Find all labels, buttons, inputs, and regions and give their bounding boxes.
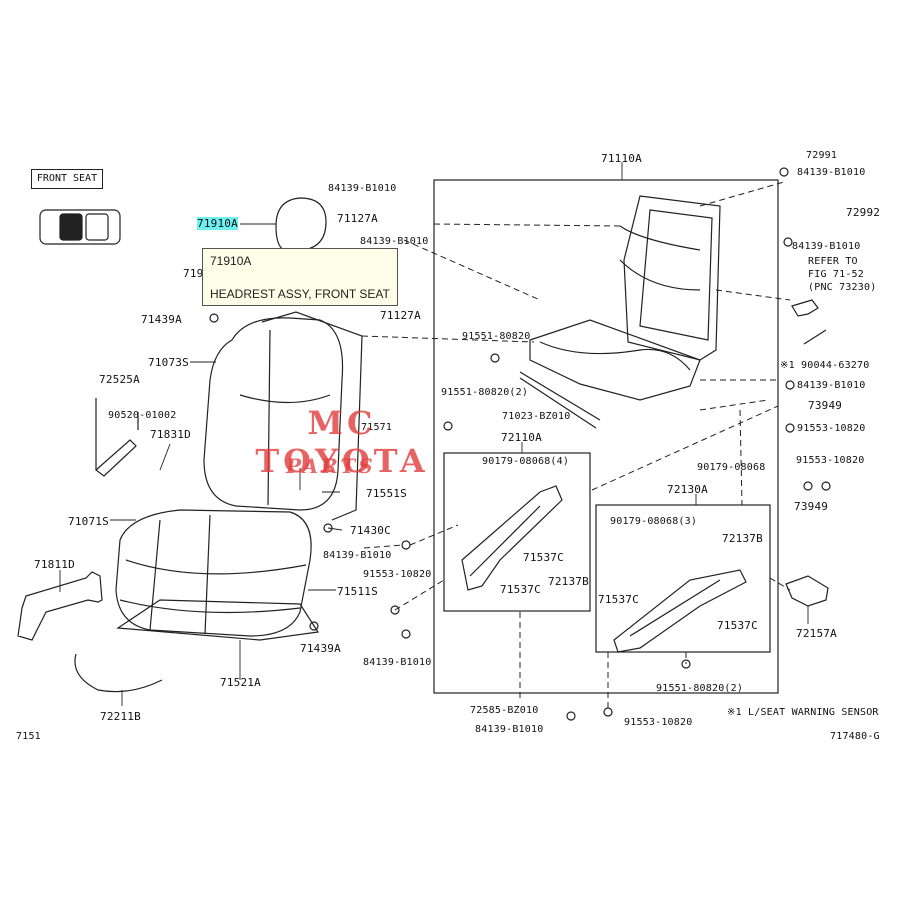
bolt-markers [209,167,831,721]
tooltip-part-number: 71910A [210,254,252,268]
part-90179-c-label[interactable]: 90179-08068(3) [610,516,698,527]
part-71831d-label[interactable]: 71831D [150,428,191,441]
part-71511s-label[interactable]: 71511S [337,585,378,598]
seat-cushion [115,509,320,641]
part-71811d-label[interactable]: 71811D [34,558,75,571]
footer-left-code: 7151 [16,731,41,742]
part-91553-b-label[interactable]: 91553-10820 [624,717,693,728]
part-71537c-1-label[interactable]: 71537C [523,551,564,564]
refer-line-1: REFER TO [808,256,858,267]
refer-line-2: FIG 71-52 [808,269,864,280]
part-71023-label[interactable]: 71023-BZ010 [502,411,571,422]
part-71910a-highlight[interactable]: 71910A [197,217,238,230]
part-84139-b1-label[interactable]: 84139-B1010 [323,550,392,561]
seat-track-right [613,569,747,653]
seat-back-cover [203,317,344,511]
part-90044-label[interactable]: ※1 90044-63270 [780,360,870,371]
adjuster-box-left [443,452,591,612]
part-72525a-label[interactable]: 72525A [99,373,140,386]
warning-sensor [791,299,819,317]
part-71537c-3-label[interactable]: 71537C [598,593,639,606]
part-84139-b2-label[interactable]: 84139-B1010 [363,657,432,668]
part-71537c-4-label[interactable]: 71537C [717,619,758,632]
wire-72211b [74,653,163,693]
footer-right-code: 717480-G [830,731,880,742]
front-seat-label: FRONT SEAT [31,169,103,189]
part-72110a-label[interactable]: 72110A [501,431,542,444]
part-72130a-label[interactable]: 72130A [667,483,708,496]
sensor-note: ※1 L/SEAT WARNING SENSOR [727,707,879,718]
part-71073s-label[interactable]: 71073S [148,356,189,369]
part-71127a-1-label[interactable]: 71127A [337,212,378,225]
part-72992-label[interactable]: 72992 [846,206,881,219]
part-90179-b-label[interactable]: 90179-08068 [697,462,766,473]
part-73949-1-label[interactable]: 73949 [808,399,843,412]
bracket-72157a [785,575,829,607]
seat-back-pad [261,311,363,521]
tooltip-description: HEADREST ASSY, FRONT SEAT [210,287,390,301]
part-84139-t1-label[interactable]: 84139-B1010 [328,183,397,194]
part-73949-2-label[interactable]: 73949 [794,500,829,513]
part-72137b-2-label[interactable]: 72137B [722,532,763,545]
refer-line-3: (PNC 73230) [808,282,877,293]
part-72157a-label[interactable]: 72157A [796,627,837,640]
seat-frame-illustration [519,195,721,429]
part-71110a-label[interactable]: 71110A [601,152,642,165]
part-72585-label[interactable]: 72585-BZ010 [470,705,539,716]
part-91553-r2-label[interactable]: 91553-10820 [796,455,865,466]
part-84139-r1-label[interactable]: 84139-B1010 [797,167,866,178]
part-91551-c-label[interactable]: 91551-80820(2) [656,683,744,694]
part-84139-r2-label[interactable]: 84139-B1010 [792,241,861,252]
part-71571-label[interactable]: 71571 [361,422,393,433]
part-71071s-label[interactable]: 71071S [68,515,109,528]
part-72137b-1-label[interactable]: 72137B [548,575,589,588]
part-91553-r-label[interactable]: 91553-10820 [797,423,866,434]
part-71537c-2-label[interactable]: 71537C [500,583,541,596]
seat-frame-group-box [433,179,779,694]
part-71910a-label[interactable]: 71910A [197,217,238,230]
part-719-label[interactable]: 719 [183,267,204,280]
part-91551-a-label[interactable]: 91551-80820 [462,331,531,342]
part-71430c-label[interactable]: 71430C [350,524,391,537]
part-71521a-label[interactable]: 71521A [220,676,261,689]
part-tooltip: 71910A HEADREST ASSY, FRONT SEAT [202,248,398,306]
part-90179-a-label[interactable]: 90179-08068(4) [482,456,570,467]
part-84139-t2-label[interactable]: 84139-B1010 [360,236,429,247]
part-71551s-label[interactable]: 71551S [366,487,407,500]
part-84139-b3-label[interactable]: 84139-B1010 [475,724,544,735]
part-71439a-bottom-label[interactable]: 71439A [300,642,341,655]
side-shield [17,571,103,641]
part-72991-label[interactable]: 72991 [806,150,838,161]
seat-position-icon [39,209,121,245]
recliner-lever [95,439,137,477]
part-71439a-top-label[interactable]: 71439A [141,313,182,326]
part-72211b-label[interactable]: 72211B [100,710,141,723]
part-71127a-2-label[interactable]: 71127A [380,309,421,322]
part-84139-r3-label[interactable]: 84139-B1010 [797,380,866,391]
part-90520-label[interactable]: 90520-01002 [108,410,177,421]
part-91553-a-label[interactable]: 91553-10820 [363,569,432,580]
part-91551-b-label[interactable]: 91551-80820(2) [441,387,529,398]
seat-track-left [461,485,563,591]
